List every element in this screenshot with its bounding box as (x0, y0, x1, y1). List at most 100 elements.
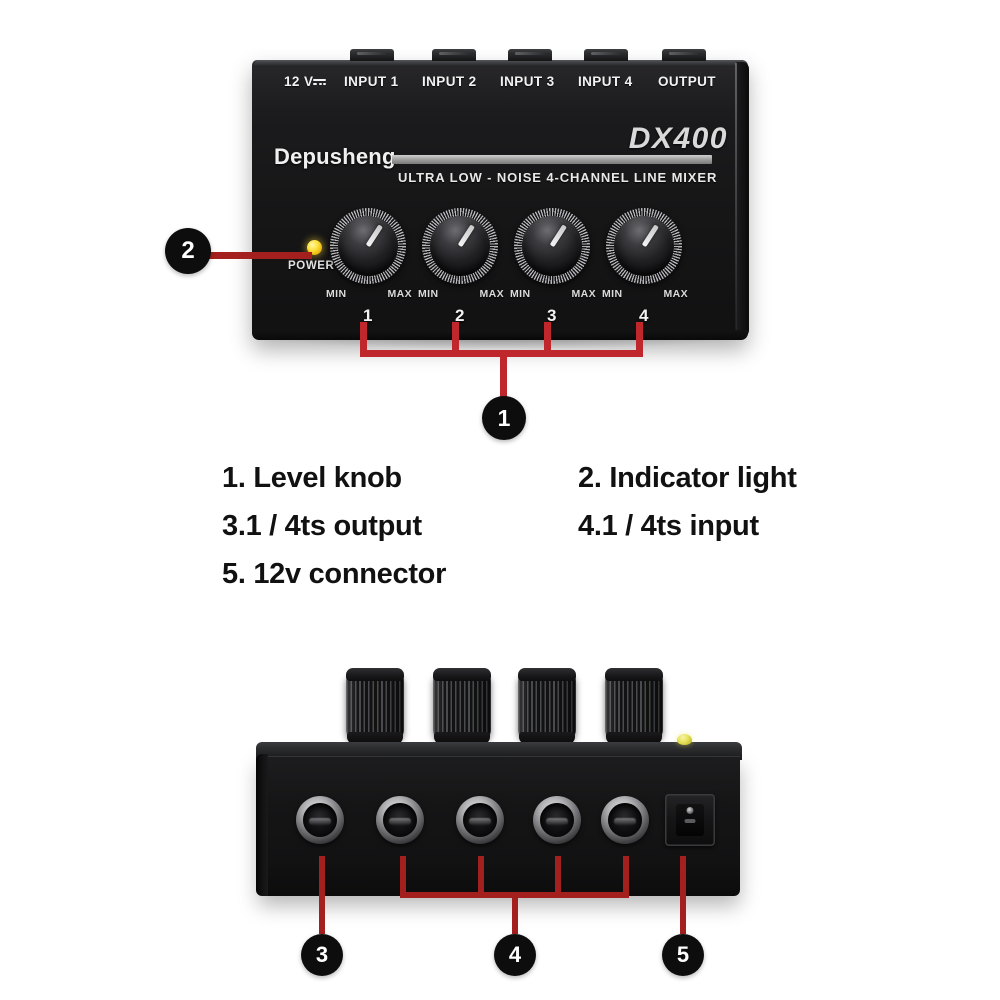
callout-1-stem-ch3 (544, 322, 551, 350)
callout-badge-3-number: 3 (315, 942, 329, 967)
callout-badge-5-number: 5 (676, 942, 690, 967)
level-knob-3-max-label: MAX (571, 288, 596, 300)
channel-number-2: 2 (455, 306, 465, 325)
callout-badge-3[interactable]: 3 (301, 934, 343, 976)
dc-power-connector[interactable] (665, 794, 715, 846)
callout-1-drop-stem (500, 350, 507, 398)
level-knob-4-pointer (642, 224, 659, 248)
rear-knob-4-cap (605, 668, 663, 681)
device-body (252, 60, 748, 340)
connector-label-input2: INPUT 2 (422, 74, 477, 89)
callout-5-leader-line (680, 856, 686, 934)
level-knob-1[interactable]: MIN MAX (326, 208, 412, 300)
rear-power-led-indicator (677, 734, 692, 745)
callout-badge-1[interactable]: 1 (482, 396, 526, 440)
level-knob-4-dial[interactable] (606, 208, 682, 284)
dc-power-symbol-icon (313, 76, 327, 87)
rear-device-top-surface (256, 742, 742, 760)
level-knob-4-scale: MIN MAX (602, 288, 688, 302)
rear-knob-2-body (433, 674, 491, 740)
channel-number-3: 3 (547, 306, 557, 325)
legend-item-5: 5. 12v connector (222, 558, 447, 590)
connector-label-output: OUTPUT (658, 74, 716, 89)
rear-knob-3-base (519, 732, 575, 744)
dc-power-connector-pin (686, 807, 694, 814)
level-knob-1-dial[interactable] (330, 208, 406, 284)
device-right-side-panel (736, 62, 749, 338)
legend-item-1: 1. Level knob (222, 462, 402, 494)
callout-1-stem-ch1 (360, 322, 367, 350)
connector-label-input1: INPUT 1 (344, 74, 399, 89)
callout-badge-2-number: 2 (181, 237, 195, 264)
jack-input-3[interactable] (533, 796, 581, 844)
jack-output[interactable] (296, 796, 344, 844)
level-knob-4[interactable]: MIN MAX (602, 208, 688, 300)
rear-knob-4[interactable] (605, 668, 663, 746)
level-knob-2-min-label: MIN (418, 288, 439, 300)
rear-knob-3[interactable] (518, 668, 576, 746)
level-knob-2-pointer (458, 224, 475, 248)
callout-4-stem-in2 (478, 856, 484, 892)
device-drop-shadow (258, 337, 744, 349)
connector-label-12v: 12 V (284, 74, 327, 89)
callout-4-drop-stem (512, 892, 518, 934)
level-knob-1-pointer (366, 224, 383, 248)
level-knob-1-scale: MIN MAX (326, 288, 412, 302)
dc-power-connector-slot (684, 819, 696, 823)
jack-input-4[interactable] (601, 796, 649, 844)
product-tagline: ULTRA LOW - NOISE 4-CHANNEL LINE MIXER (398, 170, 718, 185)
silver-accent-bar (392, 155, 712, 164)
rear-knob-1[interactable] (346, 668, 404, 746)
rear-knob-4-body (605, 674, 663, 740)
jack-nub-input3 (508, 49, 552, 61)
callout-4-stem-in1 (400, 856, 406, 892)
rear-knob-3-cap (518, 668, 576, 681)
callout-1-stem-ch2 (452, 322, 459, 350)
rear-device-left-side-panel (256, 754, 268, 896)
rear-knob-1-cap (346, 668, 404, 681)
level-knob-1-max-label: MAX (387, 288, 412, 300)
device-top-edge (254, 60, 746, 67)
device-bottom-lip (253, 330, 747, 340)
rear-knob-2[interactable] (433, 668, 491, 746)
level-knob-2[interactable]: MIN MAX (418, 208, 504, 300)
callout-badge-1-number: 1 (497, 404, 511, 431)
rear-panel-device-image (256, 668, 742, 898)
connector-label-input3: INPUT 3 (500, 74, 555, 89)
legend-item-2: 2. Indicator light (578, 462, 797, 494)
level-knob-3-pointer (550, 224, 567, 248)
callout-2-leader-line (202, 252, 312, 259)
rear-knob-2-cap (433, 668, 491, 681)
level-knob-3-dial[interactable] (514, 208, 590, 284)
callout-3-leader-line (319, 856, 325, 934)
rear-knob-3-body (518, 674, 576, 740)
model-name: DX400 (628, 122, 728, 155)
connector-label-input4: INPUT 4 (578, 74, 633, 89)
callout-4-stem-in4 (623, 856, 629, 892)
callout-badge-4[interactable]: 4 (494, 934, 536, 976)
legend-item-4: 4.1 / 4ts input (578, 510, 759, 542)
level-knob-3[interactable]: MIN MAX (510, 208, 596, 300)
power-label: POWER (288, 260, 335, 272)
channel-number-1: 1 (363, 306, 373, 325)
jack-input-1[interactable] (376, 796, 424, 844)
front-panel-device-image: 12 V INPUT 1 INPUT 2 INPUT 3 INPUT 4 OUT… (252, 49, 749, 349)
callout-badge-5[interactable]: 5 (662, 934, 704, 976)
jack-input-2[interactable] (456, 796, 504, 844)
level-knob-4-min-label: MIN (602, 288, 623, 300)
level-knob-3-scale: MIN MAX (510, 288, 596, 302)
callout-1-stem-ch4 (636, 322, 643, 350)
rear-knob-1-base (347, 732, 403, 744)
legend-list: 1. Level knob 2. Indicator light 3.1 / 4… (0, 462, 1000, 608)
callout-badge-2[interactable]: 2 (165, 228, 211, 274)
brand-name: Depusheng (274, 144, 396, 169)
level-knob-2-scale: MIN MAX (418, 288, 504, 302)
level-knob-2-dial[interactable] (422, 208, 498, 284)
rear-knob-4-base (606, 732, 662, 744)
level-knob-1-min-label: MIN (326, 288, 347, 300)
channel-number-4: 4 (639, 306, 649, 325)
level-knob-3-min-label: MIN (510, 288, 531, 300)
jack-nub-input2 (432, 49, 476, 61)
level-knob-4-max-label: MAX (663, 288, 688, 300)
